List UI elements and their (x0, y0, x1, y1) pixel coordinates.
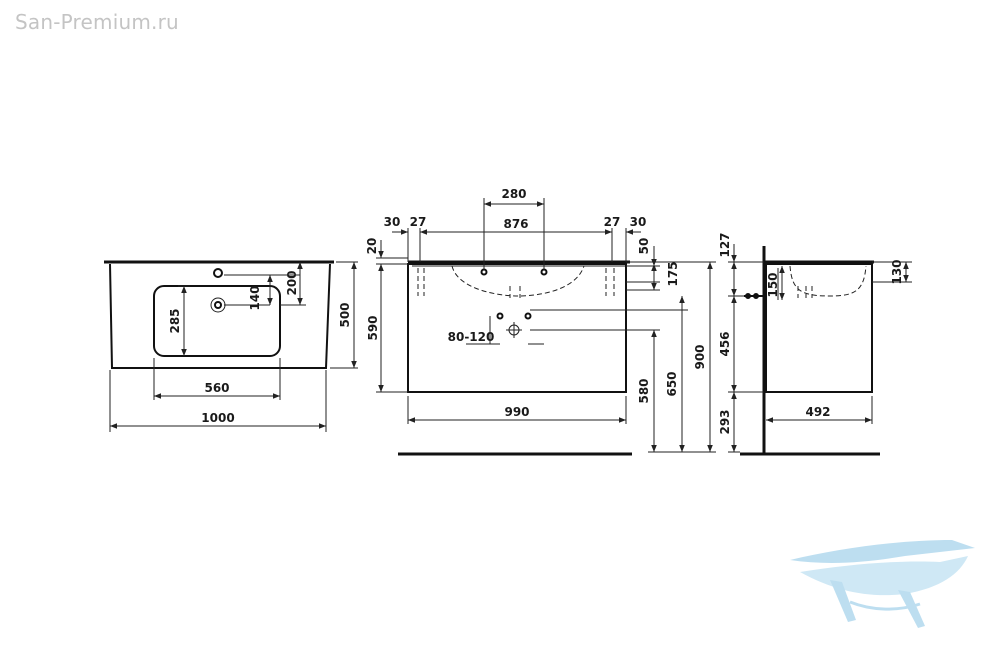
dim-130: 130 (890, 259, 904, 284)
dim-590: 590 (366, 315, 380, 340)
dim-30-right: 30 (630, 215, 647, 229)
dim-492: 492 (805, 405, 830, 419)
dim-175: 175 (666, 261, 680, 286)
dim-200: 200 (285, 270, 299, 295)
dim-500: 500 (338, 302, 352, 327)
watermark-text: San-Premium.ru (15, 10, 179, 34)
dim-150: 150 (766, 272, 780, 297)
dim-27-left: 27 (410, 215, 427, 229)
dim-876: 876 (503, 217, 528, 231)
profile-view: 127 150 130 456 293 492 (718, 232, 912, 456)
top-view: 140 200 285 500 560 1000 (104, 260, 358, 432)
dim-1000: 1000 (201, 411, 234, 425)
dim-990: 990 (504, 405, 529, 419)
dim-50: 50 (637, 238, 651, 255)
front-view: 280 876 30 27 27 30 20 590 50 175 80-120… (365, 187, 716, 456)
dim-127: 127 (718, 232, 732, 257)
dim-30-left: 30 (384, 215, 401, 229)
dim-140: 140 (248, 285, 262, 310)
dim-20: 20 (365, 238, 379, 255)
dim-80-120: 80-120 (448, 330, 495, 344)
dim-900: 900 (693, 344, 707, 369)
dim-560: 560 (204, 381, 229, 395)
dim-650: 650 (665, 371, 679, 396)
dim-27-right: 27 (604, 215, 621, 229)
dim-280: 280 (501, 187, 526, 201)
dim-580: 580 (637, 378, 651, 403)
dim-285: 285 (168, 308, 182, 333)
brand-logo-icon (790, 540, 975, 628)
dim-456: 456 (718, 331, 732, 356)
dim-293: 293 (718, 409, 732, 434)
